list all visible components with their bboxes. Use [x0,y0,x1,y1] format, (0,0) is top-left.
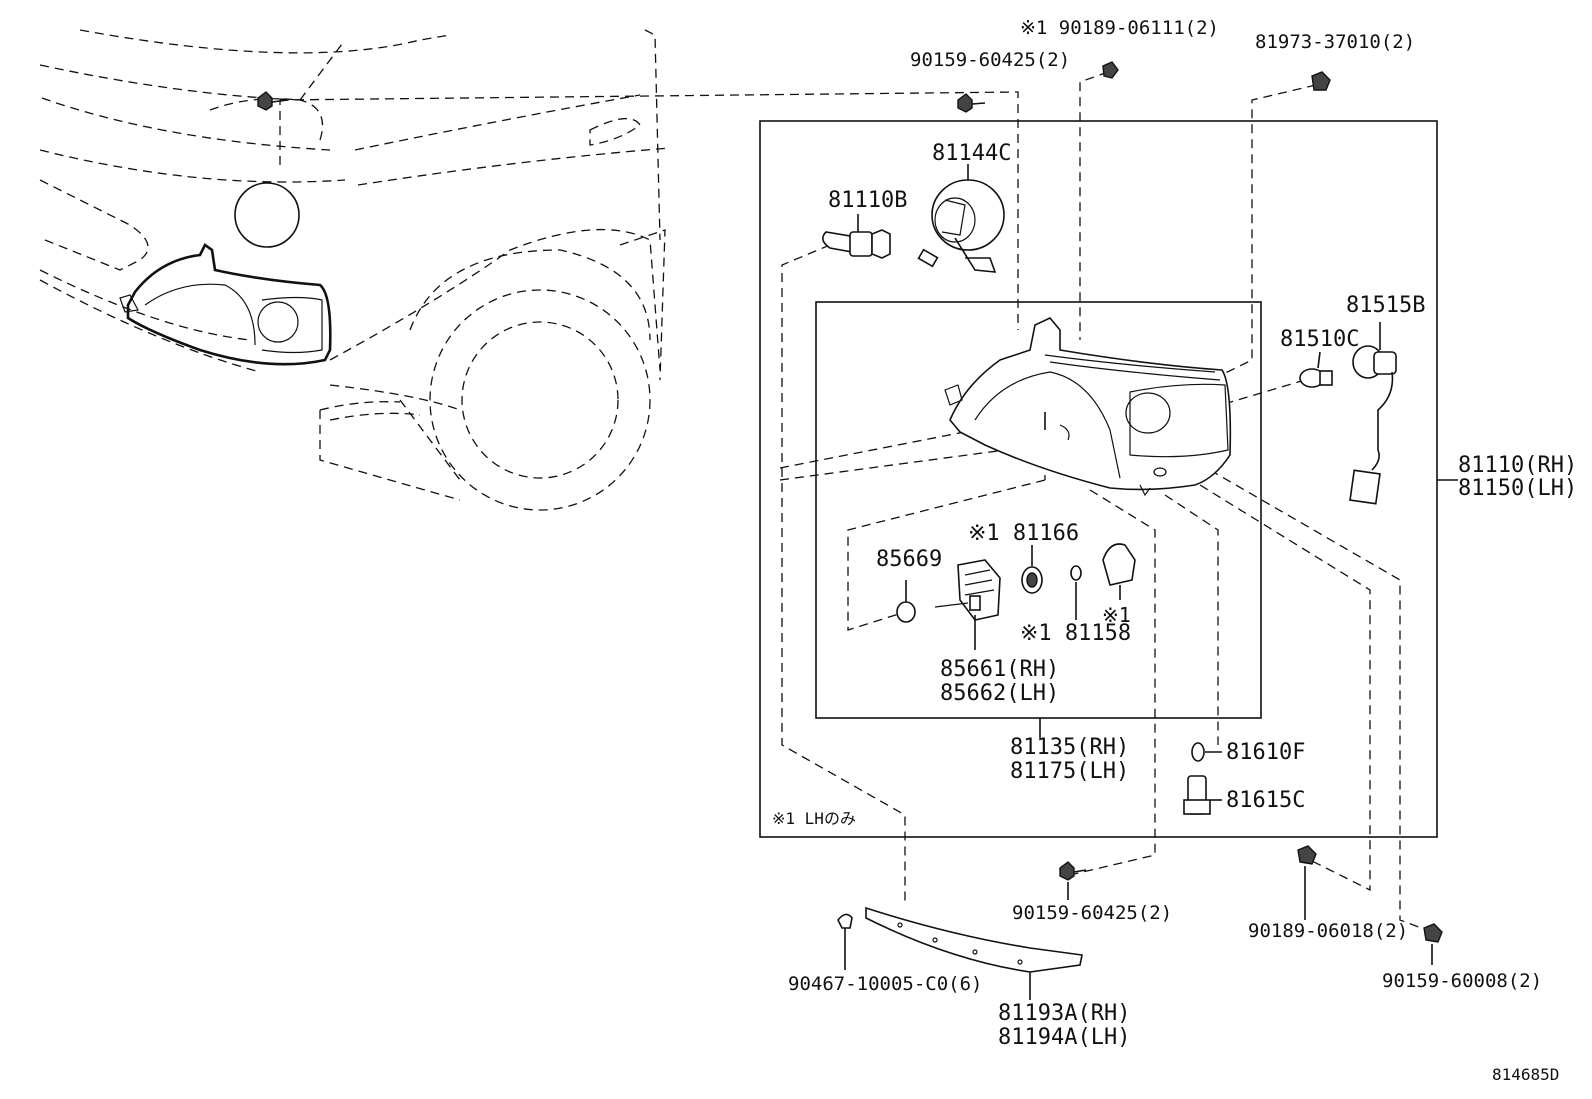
bulb-81610f [1191,742,1222,762]
assembly-inner-box [815,301,1262,719]
socket-81515b [1349,322,1397,505]
screw-90159-60008 [1423,923,1443,965]
label-90159-60008: 90159-60008(2) [1382,970,1542,992]
cap-81144c [234,182,300,248]
ring-81158 [1070,565,1082,581]
label-81110-rh: 81110(RH) [1458,453,1577,478]
diagram-id: 814685D [1492,1065,1559,1084]
socket-81615c [1183,775,1222,815]
nut-90189-06111 [1102,61,1119,79]
label-85661-rh: 85661(RH) [940,657,1059,682]
headlamp-unit-81135 [944,317,1232,497]
label-81150-lh: 81150(LH) [1458,476,1577,501]
vehicle-front-illustration [39,29,671,511]
label-85669: 85669 [876,547,942,572]
label-81510c: 81510C [1280,327,1359,352]
label-90467-10005: 90467-10005-C0(6) [788,973,982,995]
assembly-outer-box [759,120,1438,838]
label-81166: ※1 81166 [968,521,1079,546]
clip-81973-37010 [1311,71,1331,91]
vehicle-headlamp-highlight [119,243,332,366]
screw-90159-60425-top-real [957,93,986,113]
oring-85669 [896,601,916,623]
screw-90159-60425-bottom [1059,861,1087,900]
part-81166 [1021,545,1043,594]
label-81158: ※1 81158 [1020,621,1131,646]
label-81193a-rh: 81193A(RH) [998,1001,1130,1026]
label-81515b: 81515B [1346,293,1425,318]
computer-85661 [934,559,1001,650]
label-x1: ※1 [1102,603,1131,627]
label-90159-60425-top: 90159-60425(2) [910,49,1070,71]
note-lh-only: ※1 LHのみ [772,809,856,828]
label-81110b: 81110B [828,188,907,213]
trim-81193a [865,906,1083,1000]
label-81175-lh: 81175(LH) [1010,759,1129,784]
label-81144c: 81144C [932,141,1011,166]
label-81615c: 81615C [1226,788,1305,813]
bracket-x1 [1102,543,1136,600]
bulb-81510c [1299,351,1333,388]
label-81610f: 81610F [1226,740,1305,765]
clip-90467 [837,913,853,970]
label-81135-rh: 81135(RH) [1010,735,1129,760]
label-90159-60425-bottom: 90159-60425(2) [1012,902,1172,924]
label-81194a-lh: 81194A(LH) [998,1025,1130,1050]
label-85662-lh: 85662(LH) [940,681,1059,706]
label-90189-06111: ※1 90189-06111(2) [1020,17,1219,39]
bulb-81110b [822,214,891,259]
label-90189-06018: 90189-06018(2) [1248,920,1408,942]
nut-90189-06018 [1297,845,1317,920]
socket-cap-81144c [917,179,1005,273]
label-81973-37010: 81973-37010(2) [1255,31,1415,53]
screw-90159-60425-top [257,91,289,111]
